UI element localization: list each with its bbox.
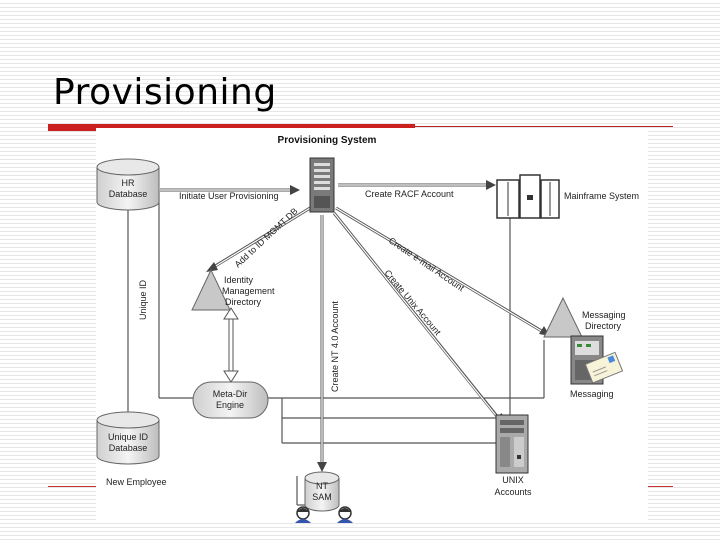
unique-id-database-icon [96,411,160,465]
hr-database-icon [96,158,160,211]
arrow-head-add-id [206,262,218,272]
hr-database-label-2: Database [109,189,148,199]
edge-label-initiate: Initiate User Provisioning [179,191,279,201]
identity-management-directory-icon [191,268,231,311]
title-underline-red [48,124,415,131]
hr-database-label-1: HR [122,178,135,188]
nt-sam-label-1: NT [316,481,328,491]
footer-line-right [648,486,673,487]
mainframe-system-icon [496,174,560,219]
arrow-head-racf [486,180,496,190]
edge-label-nt: Create NT 4.0 Account [330,301,340,392]
mainframe-label: Mainframe System [564,191,639,201]
title-underline-thin [415,126,673,127]
idm-label-1: Identity [224,275,254,285]
provisioning-system-title: Provisioning System [278,135,377,146]
messaging-directory-icon [543,296,583,338]
arrow-head-nt [317,462,327,472]
meta-dir-label-1: Meta-Dir [213,389,248,399]
unique-id-database-label-2: Database [109,443,148,453]
edge-label-racf: Create RACF Account [365,189,454,199]
meta-dir-engine-box [192,381,269,419]
new-employee-label: New Employee [106,477,167,487]
arrow-head-initiate [290,185,300,195]
footer-line-left [48,486,98,487]
idm-label-2: Management [222,286,275,296]
user-icon-left [295,506,311,523]
unix-label-1: UNIX [502,475,524,485]
edge-label-add-id: Add to ID MGMT DB [233,206,300,269]
unique-id-database-label-1: Unique ID [108,432,149,442]
user-icon-right [337,506,353,523]
slide-title: Provisioning [53,72,277,113]
unique-id-edge-label: Unique ID [138,279,148,320]
nt-sam-label-2: SAM [312,492,332,502]
edge-label-unix: Create Unix Account [382,268,443,338]
connector-lines [127,190,545,506]
messaging-label: Messaging [570,389,614,399]
arrow-shafts [160,183,546,466]
messaging-directory-label-2: Directory [585,321,622,331]
unix-label-2: Accounts [494,487,532,497]
messaging-directory-label-1: Messaging [582,310,626,320]
idm-metadir-double-arrow [223,307,239,383]
idm-label-3: Directory [225,297,262,307]
unix-server-icon [495,414,529,474]
nt-sam-database-icon [304,471,340,512]
messaging-server-icon [570,335,624,385]
provisioning-server-icon [309,157,335,213]
meta-dir-label-2: Engine [216,400,244,410]
